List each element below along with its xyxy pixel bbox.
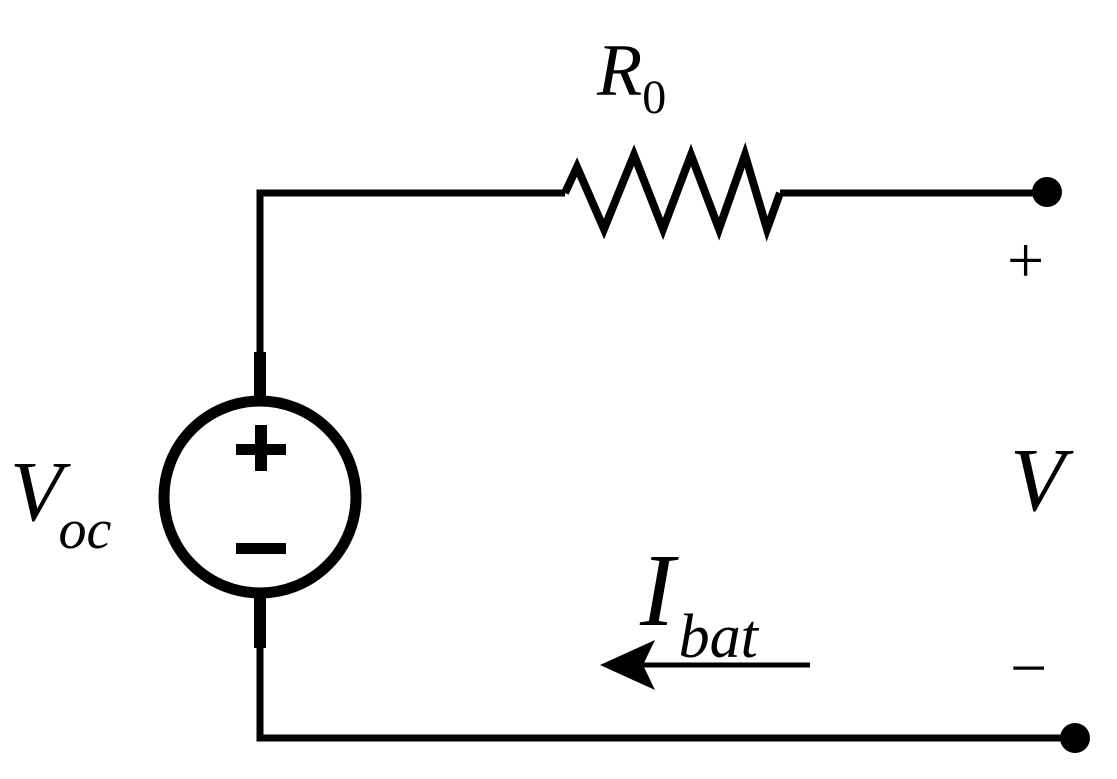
source-subscript: oc bbox=[59, 499, 112, 561]
resistor-r0 bbox=[561, 142, 784, 242]
source-minus-icon bbox=[236, 543, 286, 554]
wire-top-left bbox=[256, 189, 565, 355]
current-symbol: I bbox=[639, 533, 679, 648]
wire-bottom bbox=[256, 645, 1072, 742]
source-symbol: V bbox=[10, 443, 71, 539]
source-label: Voc bbox=[10, 443, 112, 561]
current-label: Ibat bbox=[639, 533, 760, 671]
terminal-positive bbox=[1032, 177, 1062, 207]
terminal-negative bbox=[1060, 723, 1090, 753]
source-plus-icon bbox=[236, 425, 286, 471]
terminal-plus-sign: + bbox=[1007, 224, 1044, 297]
voltage-source bbox=[158, 395, 362, 599]
terminal-voltage-label: V bbox=[1010, 431, 1074, 530]
current-arrow-head bbox=[600, 640, 655, 690]
current-subscript: bat bbox=[679, 603, 760, 671]
terminal-minus-sign: − bbox=[1010, 632, 1047, 705]
resistor-subscript: 0 bbox=[642, 71, 666, 124]
resistor-symbol: R bbox=[596, 30, 642, 112]
resistor-label: R0 bbox=[596, 30, 666, 124]
